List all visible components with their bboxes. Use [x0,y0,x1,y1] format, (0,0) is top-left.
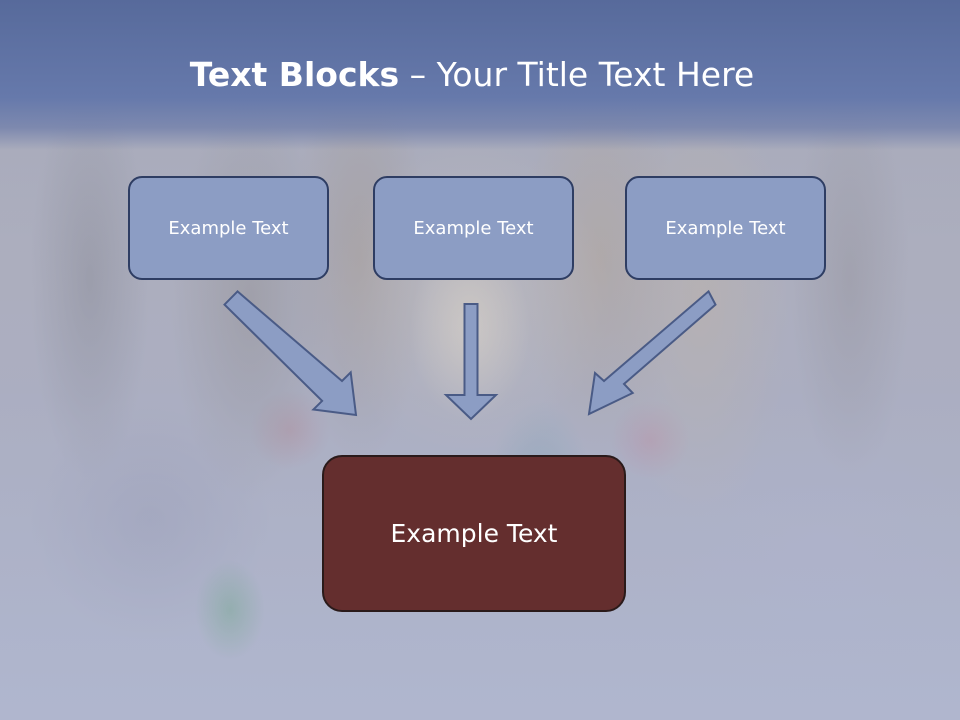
text-block-3: Example Text [625,176,826,280]
arrow-middle [443,303,499,421]
arrow-right [587,289,717,416]
arrow-left [223,290,358,417]
target-block: Example Text [322,455,626,612]
target-block-label: Example Text [390,519,558,548]
title-rest: Your Title Text Here [436,55,755,94]
title-band [0,0,960,150]
text-block-2: Example Text [373,176,574,280]
slide-title: Text Blocks – Your Title Text Here [0,55,944,95]
title-dash: – [399,55,437,94]
text-block-2-label: Example Text [413,217,534,239]
text-block-1: Example Text [128,176,329,280]
title-bold-part: Text Blocks [189,55,400,94]
text-block-1-label: Example Text [168,217,289,239]
text-block-3-label: Example Text [665,217,786,239]
